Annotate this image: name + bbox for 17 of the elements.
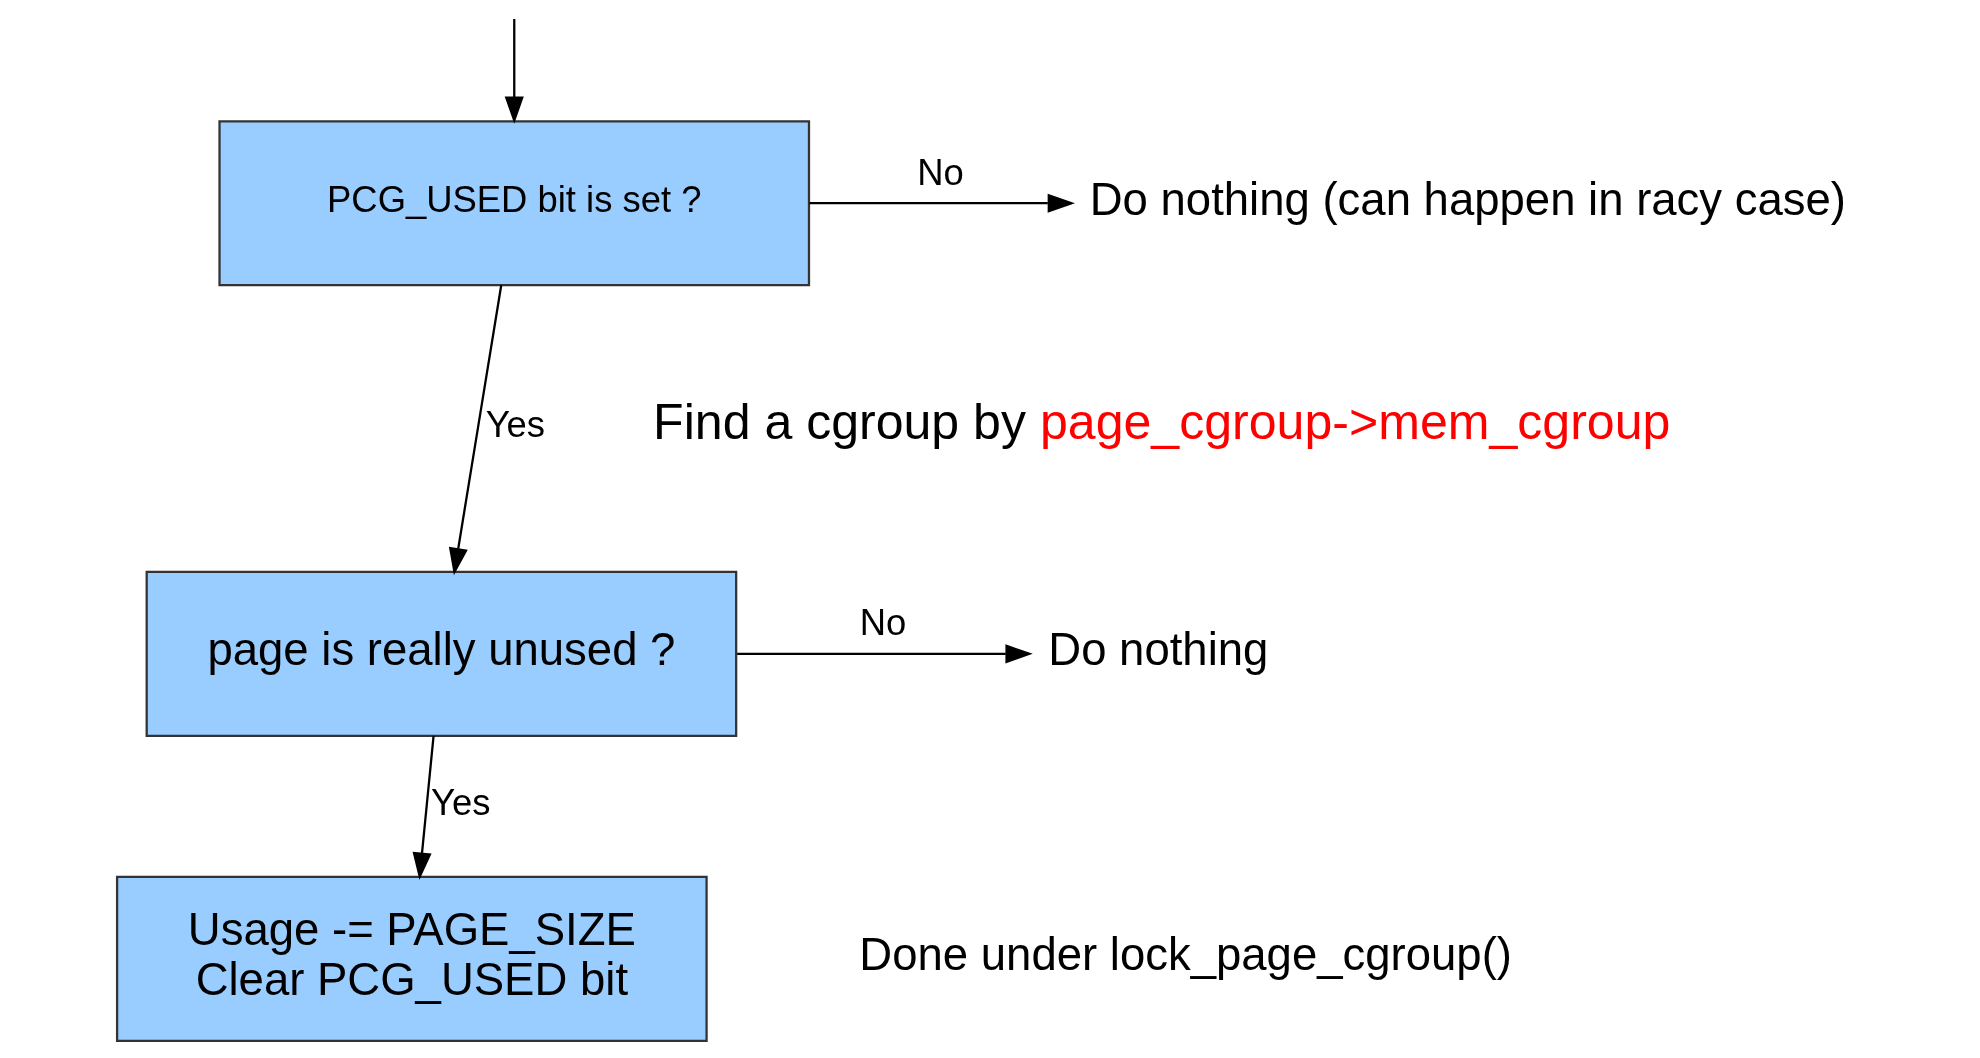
arrow bbox=[736, 644, 1033, 664]
node-box: Usage -= PAGE_SIZE Clear PCG_USED bit bbox=[115, 875, 708, 1042]
node-box: PCG_USED bit is set ? bbox=[217, 120, 810, 287]
edge-label: No bbox=[916, 151, 964, 193]
node-box: page is really unused ? bbox=[145, 570, 737, 737]
edge-label: Yes bbox=[430, 782, 490, 823]
label: Done under lock_page_cgroup() bbox=[858, 929, 1512, 981]
edge-label: Yes bbox=[485, 404, 545, 446]
arrow bbox=[808, 193, 1075, 213]
edge-label: No bbox=[859, 602, 906, 644]
node-text: Do nothing (can happen in racy case) bbox=[1089, 173, 1846, 225]
label: page_cgroup->mem_cgroup bbox=[1039, 394, 1670, 451]
arrow bbox=[412, 735, 435, 880]
arrow bbox=[504, 19, 524, 124]
arrow bbox=[448, 285, 502, 576]
node-text: Do nothing bbox=[1047, 624, 1268, 676]
label: Find a cgroup by bbox=[652, 394, 1026, 451]
